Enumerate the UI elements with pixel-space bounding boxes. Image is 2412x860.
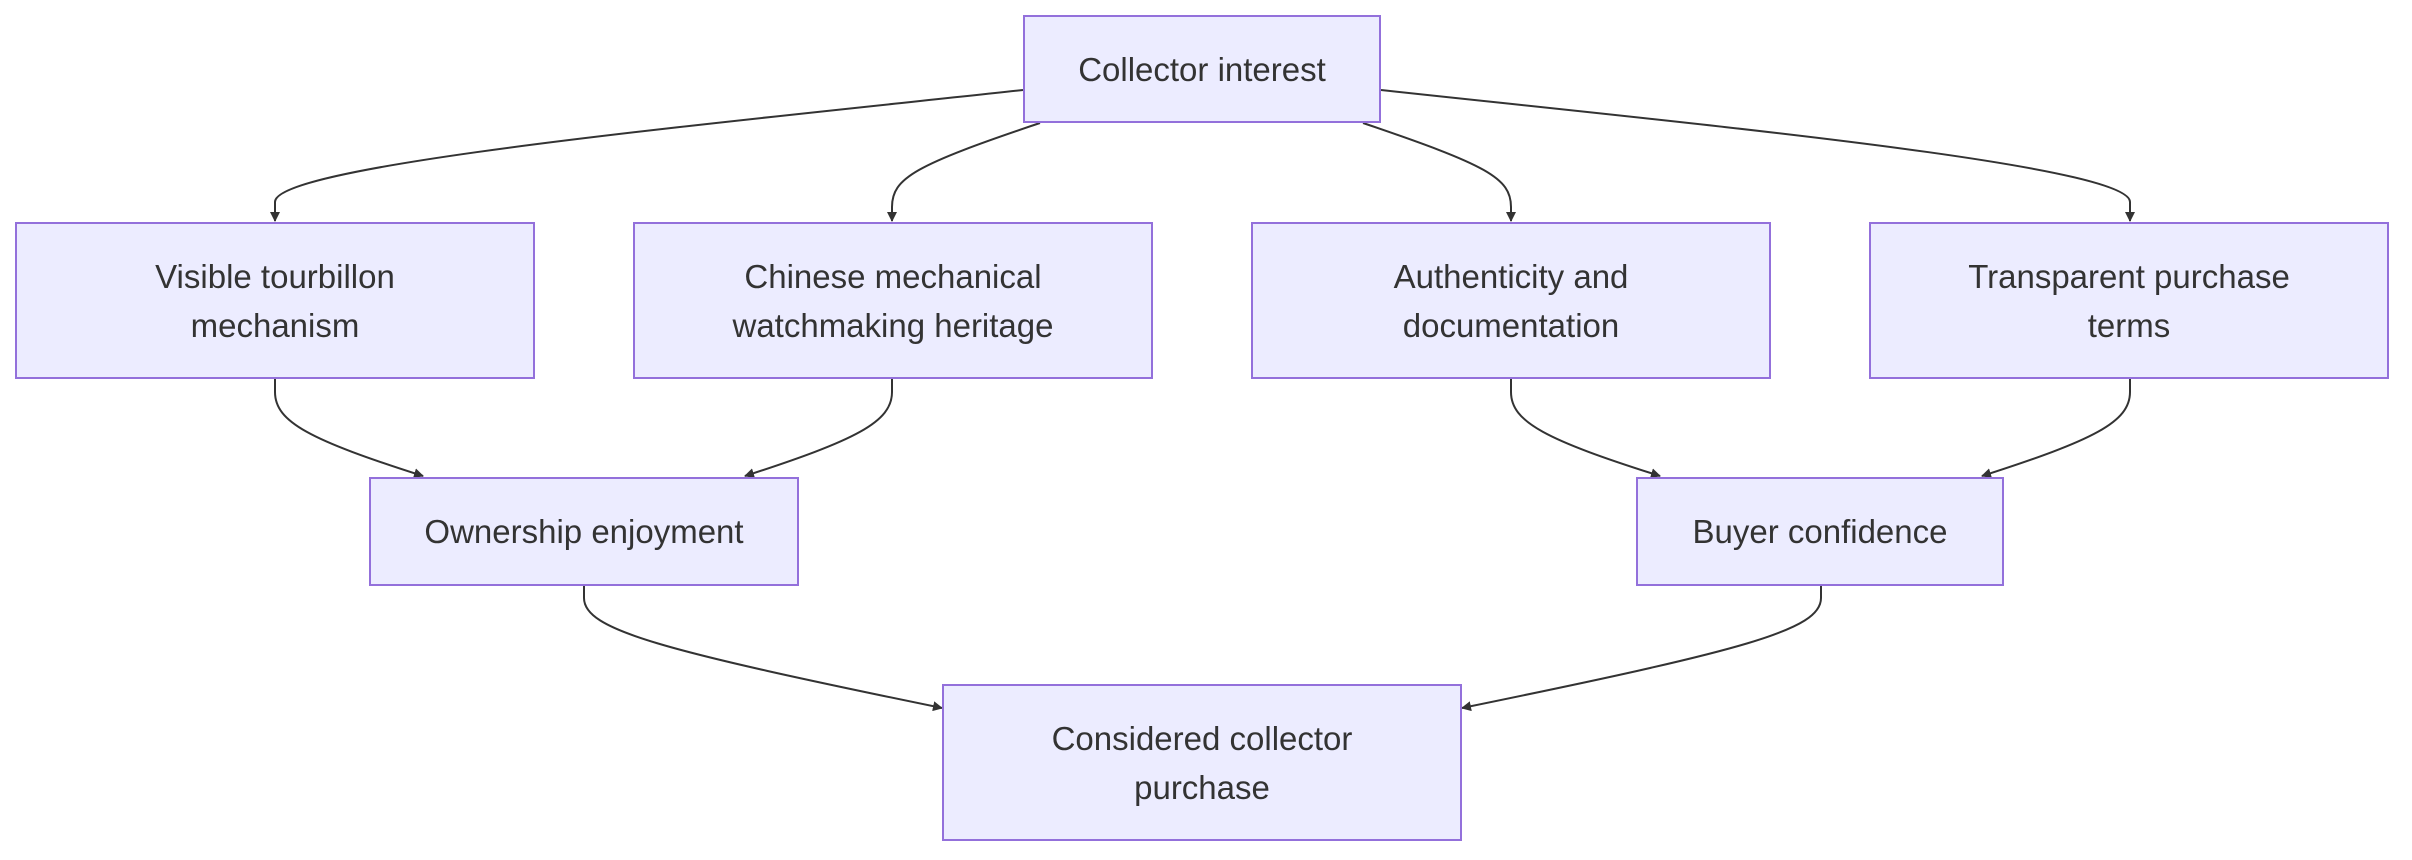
node-ownership-enjoyment: Ownership enjoyment — [369, 477, 799, 586]
edge-collector-interest-to-chinese-heritage — [887, 122, 1041, 222]
node-chinese-heritage: Chinese mechanical watchmaking heritage — [633, 222, 1153, 379]
node-label: Ownership enjoyment — [424, 513, 744, 550]
node-considered-purchase: Considered collector purchase — [942, 684, 1462, 841]
node-label: Transparent purchase terms — [1968, 257, 2290, 344]
edge-collector-interest-to-visible-tourbillon — [270, 89, 1024, 222]
node-visible-tourbillon: Visible tourbillon mechanism — [15, 222, 535, 379]
node-buyer-confidence: Buyer confidence — [1636, 477, 2004, 586]
node-label: Chinese mechanical watchmaking heritage — [732, 257, 1054, 344]
node-label: Buyer confidence — [1692, 513, 1948, 550]
node-collector-interest: Collector interest — [1023, 15, 1381, 123]
node-label: Considered collector purchase — [1051, 719, 1353, 806]
node-label: Collector interest — [1078, 50, 1326, 88]
edge-visible-tourbillon-to-ownership-enjoyment — [274, 379, 424, 479]
node-label: Visible tourbillon mechanism — [155, 257, 395, 344]
edge-collector-interest-to-authenticity-docs — [1362, 122, 1516, 222]
node-transparent-terms: Transparent purchase terms — [1869, 222, 2389, 379]
node-authenticity-docs: Authenticity and documentation — [1251, 222, 1771, 379]
edge-chinese-heritage-to-ownership-enjoyment — [744, 379, 893, 478]
edge-buyer-confidence-to-considered-purchase — [1461, 586, 1822, 712]
edge-collector-interest-to-transparent-terms — [1380, 89, 2135, 222]
edge-ownership-enjoyment-to-considered-purchase — [583, 586, 943, 712]
edge-authenticity-docs-to-buyer-confidence — [1510, 379, 1661, 479]
node-label: Authenticity and documentation — [1393, 257, 1629, 344]
edge-transparent-terms-to-buyer-confidence — [1981, 379, 2131, 479]
